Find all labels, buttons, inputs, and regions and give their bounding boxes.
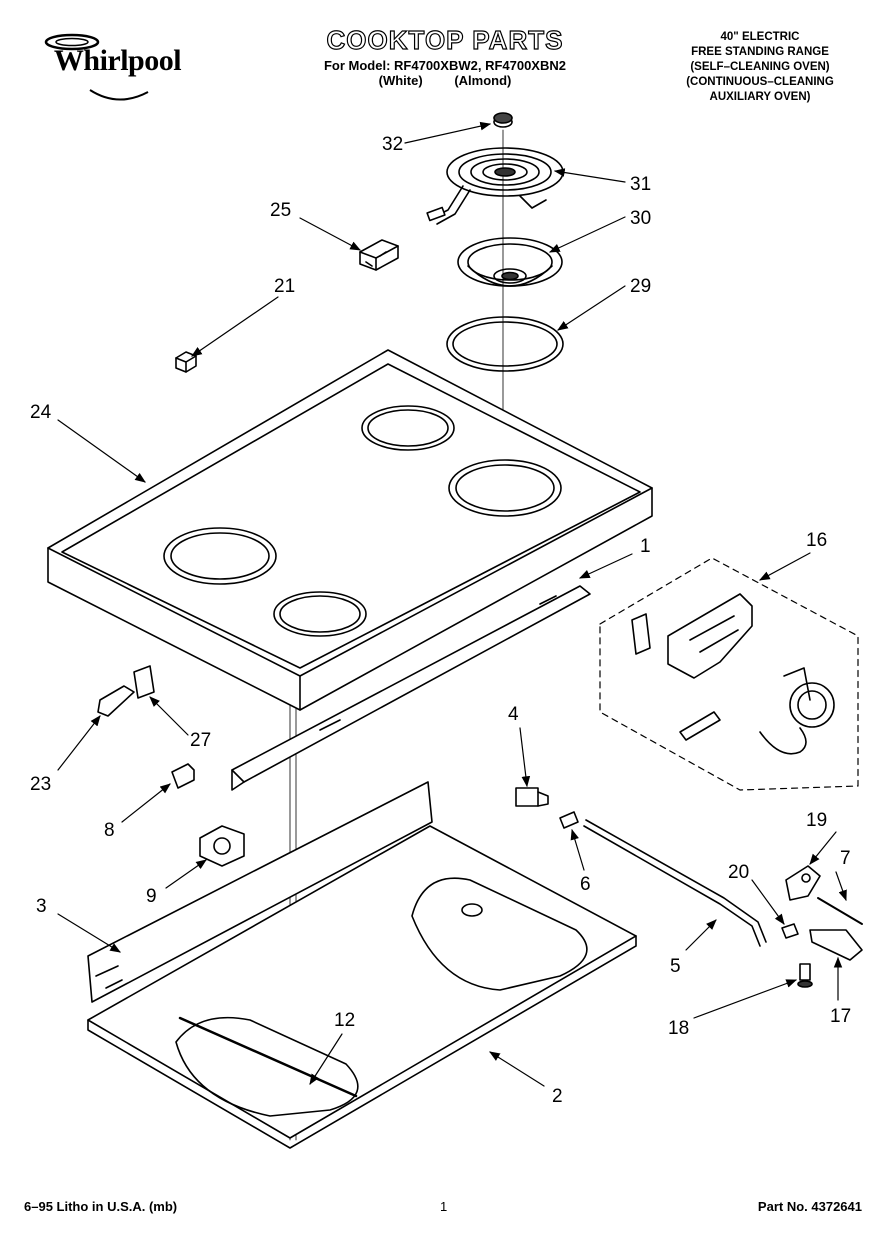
logo-wordmark: Whirlpool	[53, 44, 182, 77]
description-line: (SELF–CLEANING OVEN)	[690, 61, 830, 73]
part-21-clip	[175, 351, 197, 373]
part-9-control	[199, 825, 245, 867]
callout-30: 30	[630, 208, 651, 229]
leader-lines	[57, 121, 847, 1087]
callout-7: 7	[840, 848, 851, 869]
part-25-terminal-block	[359, 239, 399, 271]
product-description: 40" ELECTRIC FREE STANDING RANGE (SELF–C…	[660, 30, 860, 105]
part-24-cooktop	[47, 349, 653, 711]
variant-white: (White)	[378, 73, 423, 88]
callout-3: 3	[36, 896, 47, 917]
callout-29: 29	[630, 276, 651, 297]
callout-17: 17	[830, 1006, 851, 1027]
part-23-clip	[97, 685, 135, 717]
part-27-bracket	[133, 665, 155, 699]
part-32-element-center	[493, 112, 513, 128]
part-3-back-panel	[87, 781, 433, 1003]
callout-23: 23	[30, 774, 51, 795]
part-18-screw	[797, 963, 813, 988]
variant-almond: (Almond)	[454, 73, 512, 88]
model-line: For Model: RF4700XBW2, RF4700XBN2	[323, 58, 566, 73]
part-6-connector	[559, 811, 579, 829]
logo-swirl	[44, 33, 149, 101]
part-20-washer	[781, 923, 799, 939]
part-2-burner-box	[87, 825, 637, 1149]
callout-24: 24	[30, 402, 52, 423]
part-4-switch	[515, 787, 549, 807]
callout-9: 9	[146, 886, 157, 907]
callout-6: 6	[580, 874, 591, 895]
description-line: (CONTINUOUS–CLEANING	[686, 76, 834, 88]
part-5-rod	[583, 819, 767, 947]
callout-18: 18	[668, 1018, 689, 1039]
callout-8: 8	[104, 820, 115, 841]
callout-4: 4	[508, 704, 519, 725]
page-title: COOKTOP PARTS	[326, 24, 564, 55]
description-line: 40" ELECTRIC	[720, 31, 800, 43]
callout-25: 25	[270, 200, 291, 221]
callout-16: 16	[806, 530, 827, 551]
footer-page-number: 1	[440, 1199, 448, 1214]
callout-5: 5	[670, 956, 681, 977]
part-17-lever	[809, 897, 863, 961]
part-29-trim-ring	[446, 316, 564, 372]
part-31-surface-element	[426, 147, 564, 225]
part-16-switch-assembly	[599, 557, 859, 791]
callout-19: 19	[806, 810, 827, 831]
callout-32: 32	[382, 134, 403, 155]
brand-logo: Whirlpool	[30, 30, 205, 110]
callout-27: 27	[190, 730, 211, 751]
part-1-trim-strip	[231, 585, 591, 791]
description-line: AUXILIARY OVEN)	[709, 91, 811, 103]
part-8-spring-clip	[171, 763, 195, 789]
callout-1: 1	[640, 536, 651, 557]
color-variants: (White) (Almond)	[250, 73, 640, 88]
callout-21: 21	[274, 276, 295, 297]
part-19-latch	[785, 865, 821, 901]
callout-12: 12	[334, 1010, 355, 1031]
footer-print-info: 6–95 Litho in U.S.A. (mb)	[24, 1199, 178, 1214]
callout-20: 20	[728, 862, 749, 883]
callout-31: 31	[630, 174, 651, 195]
description-line: FREE STANDING RANGE	[691, 46, 829, 58]
footer-part-number: Part No. 4372641	[757, 1199, 862, 1214]
callout-2: 2	[552, 1086, 563, 1107]
part-30-drip-bowl	[457, 237, 563, 287]
